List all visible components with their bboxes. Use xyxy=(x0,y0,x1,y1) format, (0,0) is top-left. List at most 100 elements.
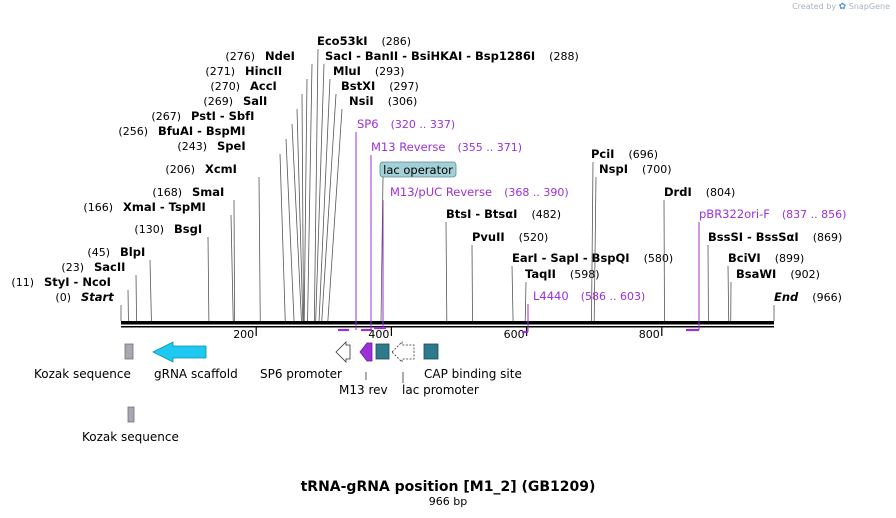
site-position: (45) xyxy=(87,246,110,259)
site-position: (11) xyxy=(11,276,34,289)
site-name: XcmI xyxy=(205,162,237,176)
restriction-site-27: BssSI - BssSαI(869) xyxy=(707,230,843,322)
primer-range: (355 .. 371) xyxy=(457,141,522,154)
kozak-sequence-box-2 xyxy=(127,406,135,423)
site-name: PstI - SbfI xyxy=(191,109,254,123)
site-cut-line xyxy=(727,265,730,322)
site-position: (804) xyxy=(706,186,736,199)
site-position: (696) xyxy=(628,148,658,161)
restriction-site-29: BsaWI (902) xyxy=(730,267,820,322)
site-name: BfuAI - BspMI xyxy=(158,124,245,138)
site-position: (899) xyxy=(775,252,805,265)
lac-operator-leader xyxy=(380,176,384,322)
ruler-tick-label: 400 xyxy=(368,328,389,341)
branding-product: SnapGene xyxy=(848,2,890,11)
site-position: (206) xyxy=(165,163,195,176)
primer-4: pBR322ori-F(837 .. 856) xyxy=(686,207,846,332)
lac-operator-badge: lac operator xyxy=(379,161,457,322)
primer-range: (586 .. 603) xyxy=(581,290,646,303)
sequence-title: tRNA-gRNA position [M1_2] (GB1209) xyxy=(300,479,596,495)
site-name: Start xyxy=(81,290,114,304)
backbone-top-strand xyxy=(121,321,774,325)
ruler-tick-label: 800 xyxy=(639,328,660,341)
cap-binding-site-box xyxy=(423,343,439,360)
site-cut-line xyxy=(307,63,313,322)
site-position: (293) xyxy=(375,65,405,78)
site-position: (168) xyxy=(152,186,182,199)
restriction-site-4: BsgI (130) xyxy=(134,222,210,322)
site-name: XmaI - TspMI xyxy=(123,200,206,214)
site-position: (271) xyxy=(205,65,235,78)
restriction-site-7: XcmI (206) xyxy=(165,162,261,322)
site-position: (276) xyxy=(225,50,255,63)
restriction-site-19: NsiI(306) xyxy=(327,94,417,322)
site-cut-line xyxy=(279,153,286,322)
restriction-site-30: End(966) xyxy=(773,290,842,321)
m13-rev-arrow xyxy=(359,342,373,362)
site-name: Eco53kI xyxy=(317,34,368,48)
site-position: (0) xyxy=(55,291,71,304)
restriction-site-1: StyI - NcoI (11) xyxy=(11,275,129,322)
site-name: StyI - NcoI xyxy=(44,275,111,289)
primer-name: L4440 xyxy=(533,289,569,303)
site-position: (243) xyxy=(177,140,207,153)
site-name: EarI - SapI - BspQI xyxy=(512,251,630,265)
restriction-site-9: BfuAI - BspMI(256) xyxy=(118,124,295,322)
site-cut-line xyxy=(321,93,337,322)
restriction-site-11: SalI(269) xyxy=(203,94,304,322)
site-cut-line xyxy=(471,244,473,322)
kozak-sequence-box xyxy=(124,343,134,360)
restriction-site-25: NspI(700) xyxy=(593,162,672,322)
site-cut-line xyxy=(285,138,295,322)
site-name: BsaWI xyxy=(736,267,776,281)
site-cut-line xyxy=(301,93,304,322)
site-position: (286) xyxy=(382,35,412,48)
grna-scaffold-arrow xyxy=(152,341,207,363)
site-cut-line xyxy=(327,108,343,322)
feature-m13-rev-label: M13 rev xyxy=(339,383,388,397)
restriction-site-5: XmaI - TspMI(166) xyxy=(83,200,234,322)
site-position: (902) xyxy=(790,268,820,281)
branding-label: Created by xyxy=(792,2,837,11)
primer-name: SP6 xyxy=(357,117,379,131)
site-cut-line xyxy=(230,214,234,322)
restriction-site-3: BlpI (45) xyxy=(87,245,152,322)
lac-operator-label: lac operator xyxy=(383,163,453,177)
site-position: (580) xyxy=(644,252,674,265)
lac-promoter-arrow xyxy=(391,341,415,363)
site-position: (482) xyxy=(531,208,561,221)
restriction-site-18: BstXI(297) xyxy=(321,79,419,322)
site-cut-line xyxy=(591,161,594,322)
restriction-site-8: SpeI(243) xyxy=(177,139,286,322)
site-cut-line xyxy=(445,221,448,322)
site-name: BtsI - BtsαI xyxy=(446,207,517,221)
site-cut-line xyxy=(524,281,527,322)
feature-lac-promoter-label: lac promoter xyxy=(402,383,479,397)
sp6-promoter-arrow xyxy=(335,341,351,363)
site-cut-line xyxy=(303,78,308,322)
feature-kozak-label-2: Kozak sequence xyxy=(82,430,179,444)
ruler-tick-label: 200 xyxy=(233,328,254,341)
site-name: BciVI xyxy=(728,251,761,265)
site-name: NdeI xyxy=(265,49,295,63)
site-cut-line xyxy=(593,176,597,322)
site-name: HincII xyxy=(245,64,282,78)
site-name: PciI xyxy=(591,147,614,161)
primer-1: M13 Reverse (355 .. 371) xyxy=(361,140,522,332)
site-name: SacI - BanII - BsiHKAI - Bsp1286I xyxy=(325,49,535,63)
sequence-length: 966 bp xyxy=(428,495,468,508)
site-name: End xyxy=(774,290,799,304)
primer-name: M13 Reverse xyxy=(371,140,445,154)
site-position: (130) xyxy=(134,223,164,236)
restriction-site-24: PciI (696) xyxy=(591,147,658,322)
site-cut-line xyxy=(233,199,235,322)
site-name: BlpI xyxy=(120,245,145,259)
site-name: BsgI xyxy=(174,222,202,236)
snapgene-logo-icon: ✿ xyxy=(838,2,847,12)
site-position: (869) xyxy=(813,231,843,244)
restriction-site-15: Eco53kI (286) xyxy=(313,34,412,322)
primer-name: M13/pUC Reverse xyxy=(390,185,492,199)
site-name: NsiI xyxy=(349,94,374,108)
site-name: PvuII xyxy=(472,230,505,244)
